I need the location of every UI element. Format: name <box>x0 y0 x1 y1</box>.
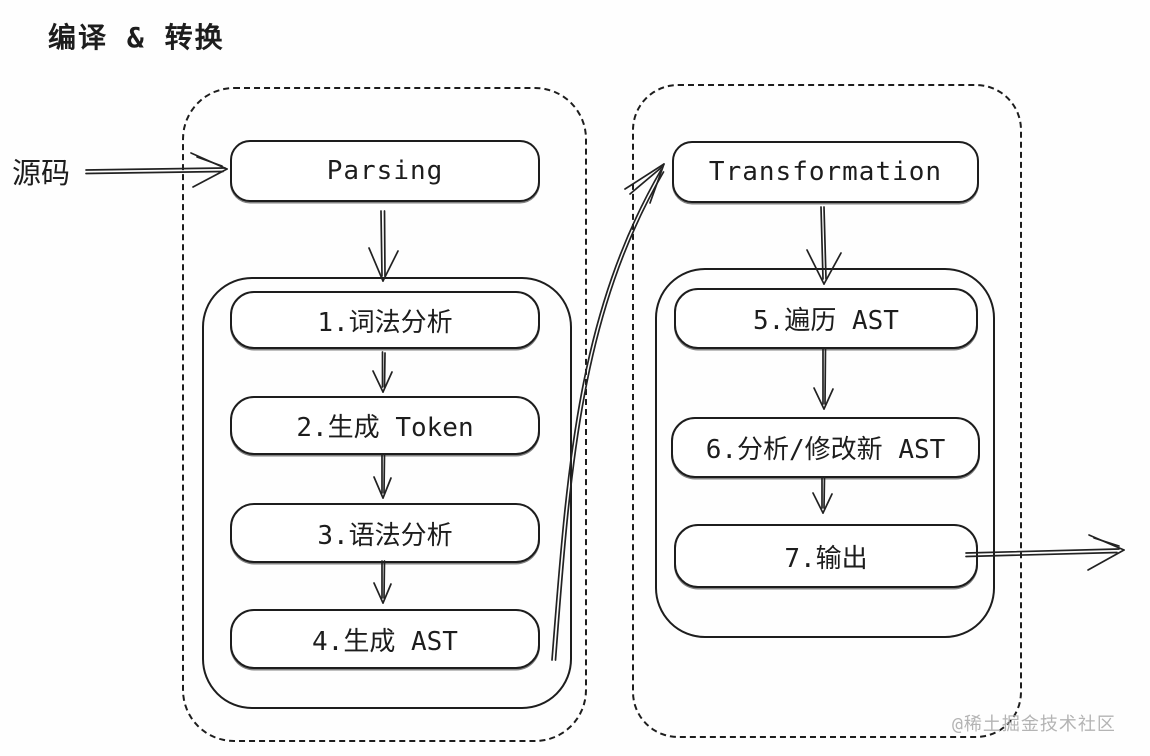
diagram-title: 编译 & 转换 <box>48 21 225 54</box>
parsing-node: Parsing <box>230 140 540 202</box>
watermark: @稀土掘金技术社区 <box>952 714 1116 735</box>
step-generate-ast: 4.生成 AST <box>230 609 540 669</box>
step-syntax-analysis: 3.语法分析 <box>230 503 540 563</box>
step-output: 7.输出 <box>674 524 978 588</box>
source-code-label: 源码 <box>12 156 71 190</box>
transformation-node: Transformation <box>672 141 979 203</box>
step-lexical-analysis: 1.词法分析 <box>230 291 540 349</box>
step-generate-token: 2.生成 Token <box>230 396 540 455</box>
step-traverse-ast: 5.遍历 AST <box>674 288 978 349</box>
step-analyze-modify-ast: 6.分析/修改新 AST <box>671 417 980 478</box>
